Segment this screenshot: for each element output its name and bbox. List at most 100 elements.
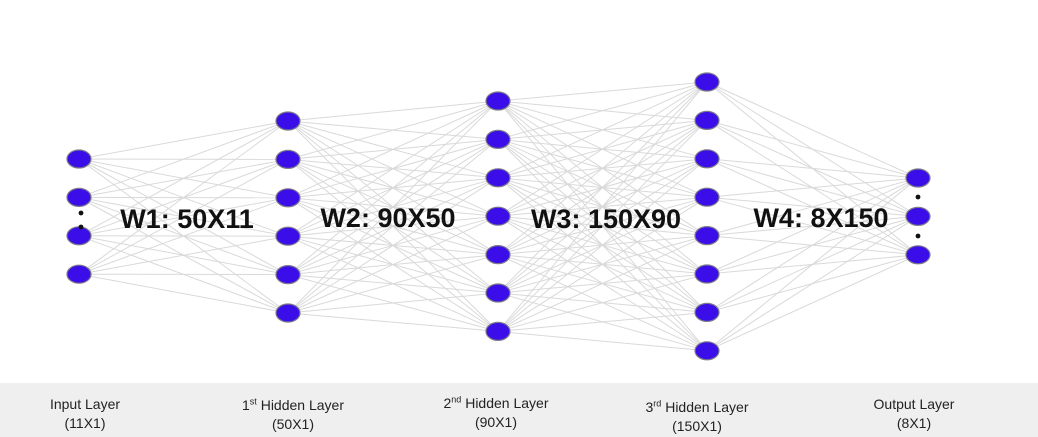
caption-title: 3rd Hidden Layer [645, 398, 749, 415]
neuron-node [485, 321, 511, 341]
weight-label-w1: W1: 50X11 [120, 204, 254, 234]
neurons [66, 72, 931, 361]
neuron-node [905, 245, 931, 265]
neuron-node [485, 91, 511, 111]
connection-line [287, 100, 499, 160]
neuron-node [694, 341, 720, 361]
connection-line [706, 177, 919, 237]
neuron-node [694, 149, 720, 169]
neuron-node [694, 264, 720, 284]
connection-line [706, 177, 919, 198]
connection-line [497, 235, 708, 332]
connection-line [287, 100, 499, 275]
connection-line [497, 120, 708, 332]
neuron-node [275, 265, 301, 285]
ellipsis-dots [78, 194, 921, 239]
neuron-node [66, 149, 92, 169]
connection-line [287, 292, 499, 314]
connection-line [497, 81, 708, 332]
connection-line [706, 215, 919, 352]
neuron-node [275, 226, 301, 246]
connection-line [706, 254, 919, 352]
caption-title: Input Layer [49, 396, 121, 412]
connection-line [78, 120, 289, 275]
connection-line [78, 273, 289, 314]
connection-line [78, 120, 289, 160]
neuron-node [275, 303, 301, 323]
connection-line [706, 177, 919, 313]
neuron-node [905, 168, 931, 188]
neuron-node [485, 245, 511, 265]
weight-label-w2: W2: 90X50 [320, 203, 455, 233]
neuron-node [694, 302, 720, 322]
connection-line [706, 177, 919, 352]
connections [78, 81, 919, 352]
connection-line [78, 235, 289, 275]
connection-line [706, 177, 919, 275]
connection-line [497, 81, 708, 102]
ellipsis-dot [915, 233, 921, 239]
caption-hidden-layer-2: 2nd Hidden Layer (90X1) [444, 394, 549, 432]
connection-line [287, 254, 499, 314]
connection-line [287, 100, 499, 237]
connection-line [497, 330, 708, 352]
neuron-node [275, 149, 301, 169]
weight-label-w4: W4: 8X150 [753, 203, 888, 233]
connection-line [287, 215, 499, 314]
caption-title: 2nd Hidden Layer [443, 394, 549, 411]
caption-title: 1st Hidden Layer [242, 396, 344, 413]
neuron-node [694, 110, 720, 131]
connection-line [497, 196, 708, 332]
caption-hidden-layer-1: 1st Hidden Layer (50X1) [242, 396, 344, 434]
ellipsis-dot [915, 194, 921, 200]
neuron-node [694, 72, 720, 92]
connection-line [78, 197, 289, 275]
neuron-node [66, 187, 92, 207]
caption-title: Output Layer [873, 396, 955, 412]
neuron-node [275, 111, 301, 131]
connection-line [497, 158, 708, 332]
connection-line [497, 81, 708, 217]
neuron-node [66, 264, 92, 284]
connection-line [706, 158, 919, 179]
ellipsis-dot [78, 210, 84, 216]
connection-line [497, 81, 708, 179]
ellipsis-dot [78, 224, 84, 230]
caption-size: (50X1) [271, 416, 315, 432]
connection-line [78, 120, 289, 237]
caption-band [0, 383, 1038, 437]
neuron-node [694, 187, 720, 207]
connection-line [287, 100, 499, 199]
connection-line [497, 81, 708, 140]
caption-output-layer: Output Layer (8X1) [874, 395, 955, 433]
caption-size: (90X1) [474, 414, 518, 430]
caption-size: (150X1) [672, 418, 722, 434]
neuron-node [275, 188, 301, 208]
connection-line [287, 100, 499, 122]
caption-input-layer: Input Layer (11X1) [50, 395, 120, 433]
caption-size: (8X1) [896, 415, 932, 431]
neuron-node [694, 226, 720, 246]
connection-line [78, 158, 289, 275]
neuron-node [485, 283, 511, 303]
connection-line [497, 81, 708, 294]
neuron-node [485, 168, 511, 188]
connection-line [706, 81, 919, 179]
connection-line [287, 312, 499, 332]
neuron-node [905, 206, 931, 226]
neuron-node [66, 226, 92, 246]
caption-size: (11X1) [64, 415, 106, 431]
connection-line [706, 119, 919, 179]
connection-line [287, 177, 499, 314]
weight-labels: W1: 50X11 W2: 90X50 W3: 150X90 W4: 8X150 [120, 203, 888, 234]
connection-line [497, 311, 708, 332]
connection-line [78, 120, 289, 198]
connection-line [287, 100, 499, 314]
connection-line [287, 139, 499, 314]
neuron-node [485, 206, 511, 226]
connection-line [497, 81, 708, 255]
connection-line [497, 273, 708, 332]
caption-hidden-layer-3: 3rd Hidden Layer (150X1) [646, 398, 749, 436]
neuron-node [485, 129, 511, 149]
